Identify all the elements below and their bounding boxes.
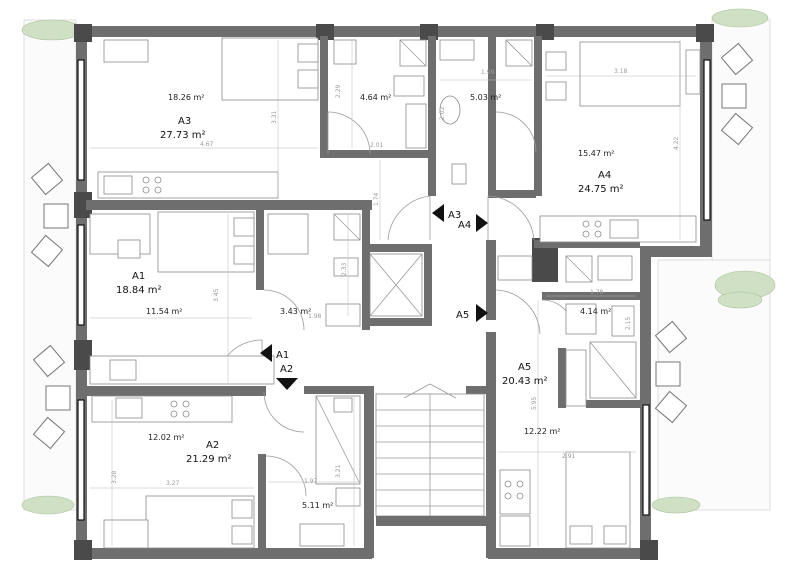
dimension-label: 2.01 [370,142,384,149]
room-area-a2-living: 12.02 m² [148,433,184,442]
arrow-right-icon [476,214,488,232]
dimension-label: 2.29 [335,84,342,98]
apartment-size: 21.29 m² [186,454,232,465]
entrance-marker-a2: A2 [276,364,298,390]
dimension-lines [90,40,696,546]
dimension-label: 1.78 [590,289,604,296]
dimension-label: 2.02 [439,106,446,120]
arrow-down-icon [276,378,298,390]
arrow-left-icon [432,204,444,222]
dimension-label: 2.15 [625,316,632,330]
dimension-label: 3.45 [213,288,220,302]
dimension-label: 1.97 [304,478,318,485]
dimension-label: 1.99 [481,69,495,76]
dimension-label: 1.74 [373,192,380,206]
entrance-label: A5 [456,310,469,321]
dimension-label: 3.28 [111,470,118,484]
entrance-marker-a4: A4 [458,214,488,232]
entrance-marker-a1: A1 [260,344,289,362]
apartment-size: 27.73 m² [160,130,206,141]
entrance-label: A2 [280,364,293,375]
room-area-a5-bath: 4.14 m² [580,307,611,316]
dimension-label: 3.31 [271,110,278,124]
apartment-size: 20.43 m² [502,376,548,387]
arrow-right-icon [476,304,488,322]
room-area-a1-living: 11.54 m² [146,307,182,316]
room-area-a3-bath: 4.64 m² [360,93,391,102]
room-area-a4-bath: 5.03 m² [470,93,501,102]
dimension-label: 3.18 [614,68,628,75]
entrance-marker-a5: A5 [456,304,488,322]
apartment-size: 24.75 m² [578,184,624,195]
terrace-furniture [30,42,754,450]
dimension-label: 3.21 [335,464,342,478]
staircase [375,383,486,526]
dimension-label: 3.27 [166,480,180,487]
apartment-label: A1 [132,271,145,282]
dimension-label: 1.98 [308,313,322,320]
dimension-label: 5.95 [531,396,538,410]
room-area-a4-living: 15.47 m² [578,149,614,158]
entrance-marker-a3: A3 [432,204,461,222]
dimension-label: 2.33 [341,262,348,276]
room-area-a2-bath: 5.11 m² [302,501,333,510]
entrance-label: A1 [276,350,289,361]
room-area-a3-living: 18.26 m² [168,93,204,102]
apartment-label: A3 [178,116,191,127]
dimension-label: 2.91 [562,453,576,460]
room-area-a1-bath: 3.43 m² [280,307,311,316]
windows [77,59,711,521]
apartment-size: 18.84 m² [116,285,162,296]
plant-group [21,8,776,515]
room-area-a5-living: 12.22 m² [524,427,560,436]
dimension-label: 4.67 [200,141,214,148]
entrance-label: A3 [448,210,461,221]
dimension-label: 4.22 [673,136,680,150]
entrance-label: A4 [458,220,471,231]
apartment-label: A4 [598,170,611,181]
arrow-left-icon [260,344,272,362]
apartment-label: A5 [518,362,531,373]
apartment-label: A2 [206,440,219,451]
